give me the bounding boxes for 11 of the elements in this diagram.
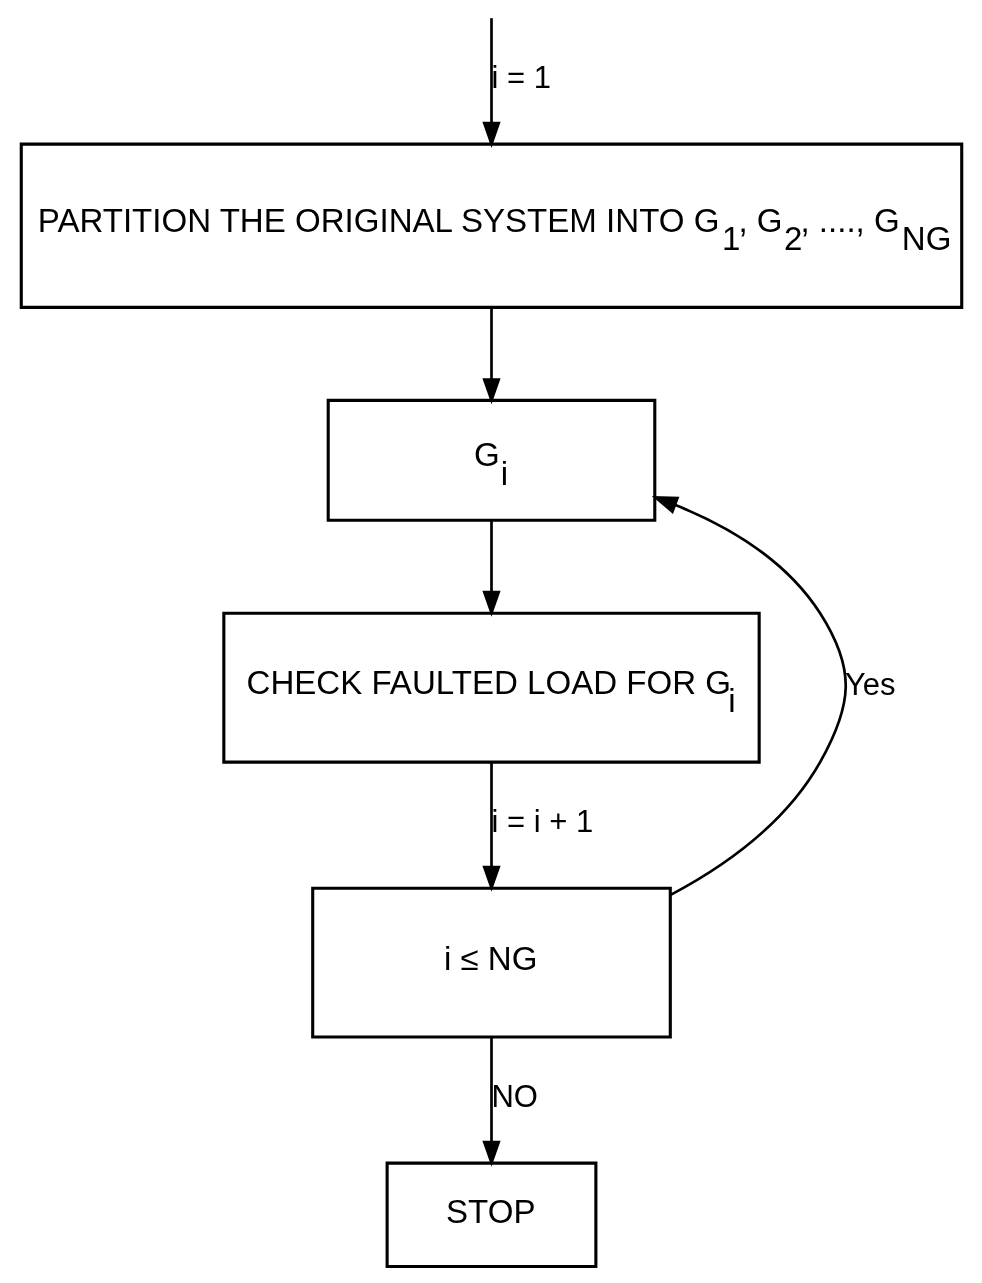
edge-label: i = i + 1 (491, 804, 593, 840)
arrow (481, 1037, 501, 1167)
edge-label: i = 1 (491, 60, 551, 96)
edge-label: NO (491, 1079, 538, 1115)
node-box: i ≤ NG (310, 886, 672, 1039)
node-box: STOP (385, 1161, 597, 1268)
arrow (481, 307, 501, 405)
arrow (651, 496, 847, 897)
arrow (481, 18, 501, 148)
arrow (481, 762, 501, 892)
arrow (481, 520, 501, 617)
